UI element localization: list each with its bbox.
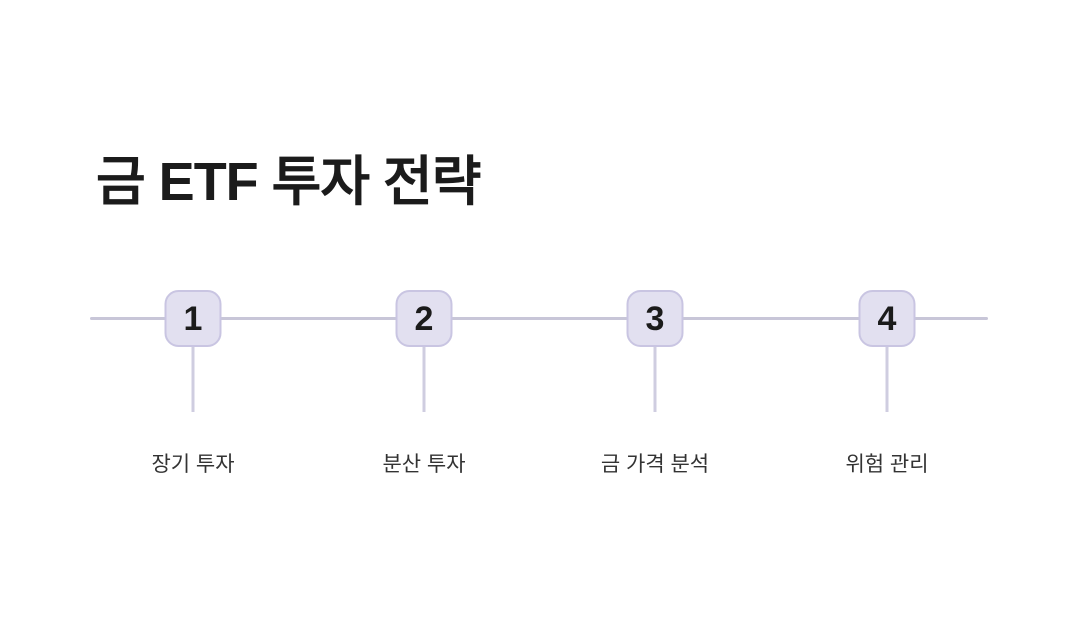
step-1-connector-line: [191, 347, 195, 412]
step-1-number-badge: 1: [164, 290, 222, 347]
step-4-connector-line: [885, 347, 889, 412]
step-1-number: 1: [183, 299, 203, 338]
step-3-number: 3: [645, 299, 665, 338]
step-2-connector-line: [422, 347, 426, 412]
step-4-number: 4: [877, 299, 897, 338]
step-3-connector-line: [653, 347, 657, 412]
step-2-number: 2: [414, 299, 434, 338]
step-3-label: 금 가격 분석: [600, 453, 710, 476]
page-title: 금 ETF 투자 전략: [96, 152, 481, 212]
timeline-axis-line: [90, 317, 988, 320]
step-2-label: 분산 투자: [382, 453, 466, 476]
step-2-number-badge: 2: [395, 290, 453, 347]
step-4-number-badge: 4: [858, 290, 916, 347]
step-4-label: 위험 관리: [845, 453, 929, 476]
step-1-label: 장기 투자: [151, 453, 235, 476]
step-3-number-badge: 3: [626, 290, 684, 347]
